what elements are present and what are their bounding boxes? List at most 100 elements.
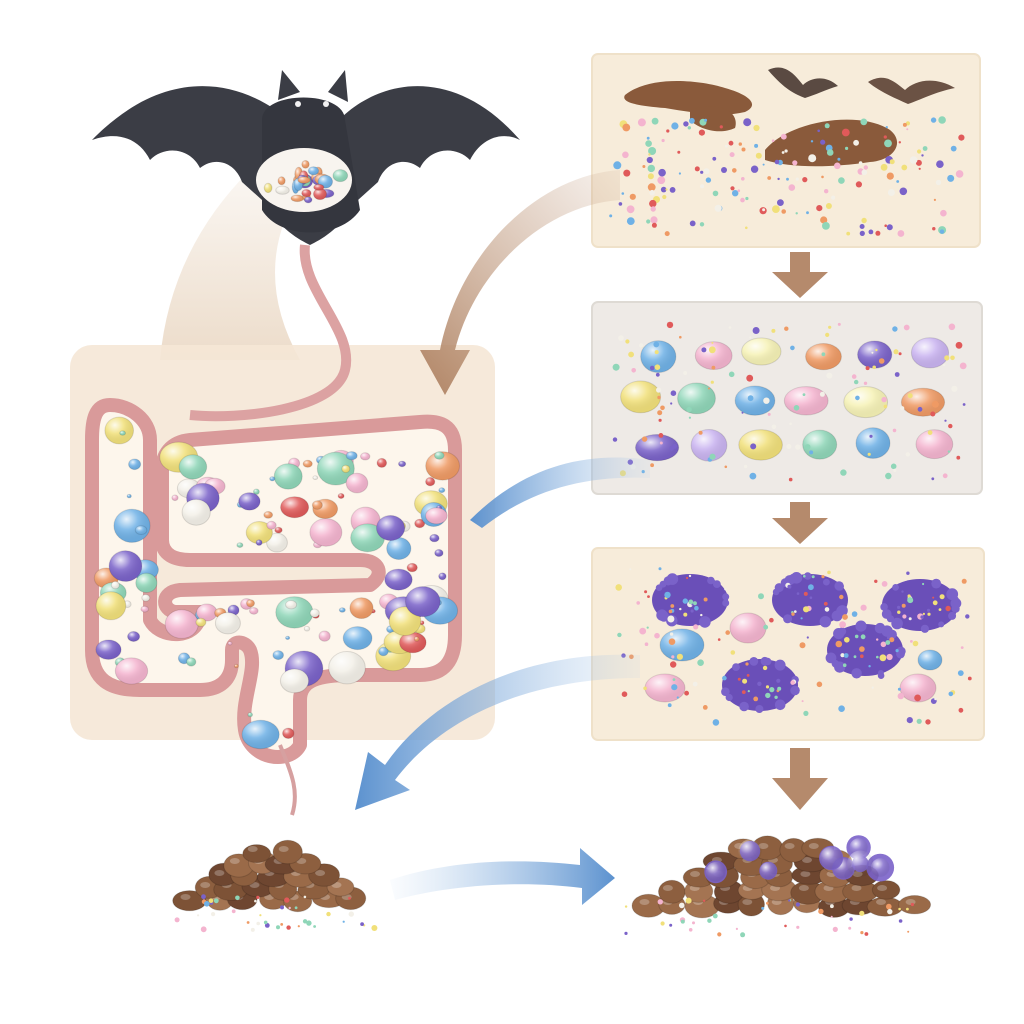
microbe-speck bbox=[767, 412, 771, 416]
microbe-cell bbox=[843, 386, 889, 419]
microbe bbox=[277, 176, 286, 186]
microbe-speck bbox=[658, 168, 666, 177]
microbe-speck bbox=[743, 118, 752, 127]
microbe-speck bbox=[697, 659, 704, 666]
microbe-speck bbox=[824, 189, 829, 194]
microbe-speck bbox=[967, 676, 972, 681]
microbe-speck bbox=[901, 164, 908, 171]
microbe-speck bbox=[649, 189, 655, 196]
microbe bbox=[255, 539, 263, 546]
microbe-speck bbox=[859, 910, 865, 916]
small-bat-1 bbox=[768, 67, 838, 98]
microbe bbox=[140, 605, 149, 613]
microbe-speck bbox=[644, 590, 648, 594]
microbe-speck bbox=[897, 230, 905, 237]
microbe-speck bbox=[670, 402, 673, 405]
microbe-speck bbox=[621, 691, 628, 697]
microbe-speck bbox=[692, 681, 698, 687]
bat-eye-left bbox=[295, 101, 301, 107]
microbe-speck bbox=[864, 932, 869, 936]
microbe-speck bbox=[666, 321, 674, 329]
bat-stomach-microbes bbox=[263, 160, 349, 204]
microbe-cell bbox=[857, 340, 893, 369]
microbe bbox=[95, 639, 122, 660]
microbe-speck bbox=[804, 444, 811, 450]
microbe bbox=[171, 494, 179, 502]
microbe-speck bbox=[828, 325, 832, 329]
microbe-speck bbox=[788, 477, 793, 482]
panel1-microbe-specks bbox=[609, 116, 965, 237]
microbe-speck bbox=[669, 632, 674, 636]
microbe-speck bbox=[641, 436, 648, 442]
microbe-speck bbox=[837, 157, 841, 161]
microbe-speck bbox=[907, 597, 914, 604]
microbe-cell bbox=[694, 341, 733, 371]
microbe-speck bbox=[883, 404, 888, 409]
microbe-cell bbox=[734, 385, 776, 416]
microbe-speck bbox=[624, 931, 628, 936]
microbe bbox=[126, 493, 132, 499]
microbe-speck bbox=[886, 172, 894, 180]
microbe bbox=[301, 160, 310, 169]
microbe bbox=[345, 451, 358, 461]
microbe-speck bbox=[771, 424, 777, 430]
microbe bbox=[247, 712, 253, 718]
microbe-speck bbox=[656, 387, 662, 393]
bat bbox=[92, 70, 520, 422]
microbe-speck bbox=[802, 393, 806, 396]
microbe bbox=[263, 182, 273, 194]
microbe-speck bbox=[612, 437, 618, 442]
microbe-speck bbox=[745, 226, 748, 230]
microbe-speck bbox=[622, 151, 629, 159]
microbe-cluster bbox=[772, 572, 848, 628]
microbe-speck bbox=[643, 686, 647, 691]
microbe bbox=[110, 580, 120, 590]
microbe-cluster bbox=[866, 853, 895, 882]
microbe-speck bbox=[197, 914, 200, 917]
microbe-speck bbox=[657, 395, 661, 400]
microbe-speck bbox=[294, 906, 298, 910]
microbe-speck bbox=[906, 717, 913, 724]
microbe-speck bbox=[838, 177, 845, 184]
microbe-speck bbox=[784, 149, 788, 153]
microbe-speck bbox=[811, 575, 815, 579]
microbe-speck bbox=[737, 189, 741, 192]
microbe-speck bbox=[817, 129, 820, 133]
microbe-speck bbox=[704, 118, 708, 122]
microbe-speck bbox=[747, 395, 754, 402]
microbe-speck bbox=[892, 428, 897, 433]
microbe-speck bbox=[659, 441, 663, 445]
microbe-speck bbox=[780, 133, 787, 140]
microbe-speck bbox=[777, 177, 780, 181]
microbe-speck bbox=[897, 692, 904, 700]
microbe-speck bbox=[705, 177, 712, 183]
microbe-speck bbox=[644, 642, 649, 646]
microbe-speck bbox=[667, 703, 672, 708]
microbe-speck bbox=[698, 129, 706, 136]
microbe-speck bbox=[906, 128, 909, 131]
microbe-speck bbox=[917, 406, 923, 412]
microbe-speck bbox=[702, 899, 706, 902]
microbe-speck bbox=[276, 925, 280, 930]
microbe-speck bbox=[938, 116, 946, 124]
microbe-speck bbox=[618, 202, 623, 206]
microbe-speck bbox=[769, 617, 774, 623]
small-bat-2 bbox=[868, 77, 955, 104]
guano-pile-colonized bbox=[624, 835, 932, 938]
microbe-speck bbox=[712, 719, 720, 726]
microbe-speck bbox=[790, 345, 795, 351]
microbe-speck bbox=[626, 205, 635, 214]
microbe-speck bbox=[660, 186, 667, 193]
microbe bbox=[95, 591, 127, 621]
microbe-speck bbox=[684, 690, 689, 696]
microbe-speck bbox=[869, 434, 873, 438]
microbe bbox=[316, 451, 355, 486]
microbe-speck bbox=[724, 588, 727, 591]
microbe-speck bbox=[788, 184, 796, 191]
microbe-speck bbox=[872, 365, 876, 370]
microbe bbox=[337, 493, 345, 499]
microbe-speck bbox=[808, 154, 817, 163]
microbe-speck bbox=[707, 918, 712, 923]
microbe-speck bbox=[945, 605, 951, 612]
microbe bbox=[434, 451, 445, 460]
